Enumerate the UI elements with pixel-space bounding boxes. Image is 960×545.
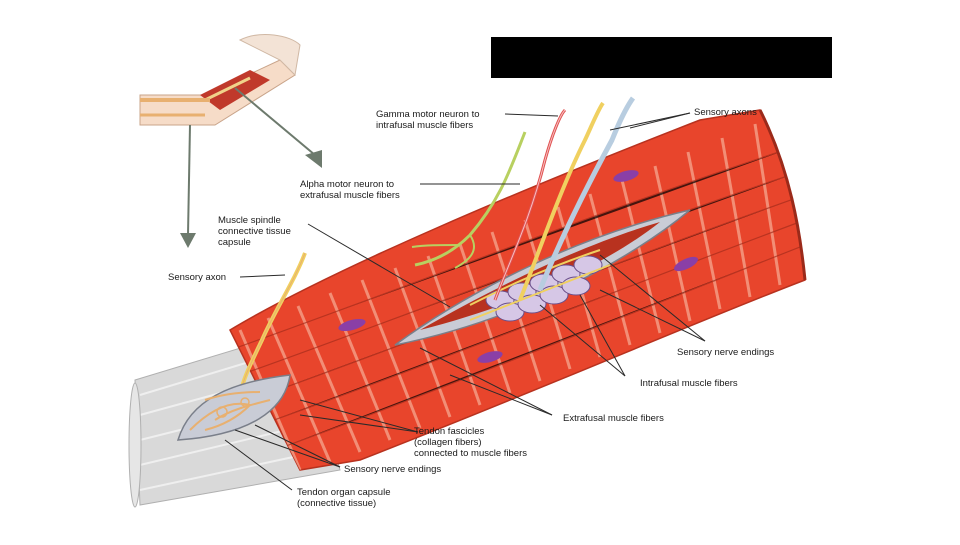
leader-lines: [224, 112, 706, 491]
label-gamma-motor-neuron: Gamma motor neuron to intrafusal muscle …: [376, 109, 480, 131]
pointer-arrows: [180, 87, 322, 248]
label-sensory-nerve-endings-spindle: Sensory nerve endings: [677, 347, 775, 358]
redaction-box: [491, 37, 832, 78]
label-sensory-axons: Sensory axons: [694, 107, 757, 118]
label-tendon-fascicles: Tendon fascicles (collagen fibers) conne…: [414, 426, 528, 459]
label-tendon-organ-capsule: Tendon organ capsule (connective tissue): [297, 487, 391, 509]
label-sensory-nerve-endings-tendon: Sensory nerve endings: [344, 464, 442, 475]
arm-thumbnail: [139, 34, 301, 126]
nerves: [238, 96, 636, 401]
label-muscle-spindle-capsule: Muscle spindle connective tissue capsule: [218, 215, 291, 248]
label-intrafusal-muscle-fibers: Intrafusal muscle fibers: [640, 378, 738, 389]
label-extrafusal-muscle-fibers: Extrafusal muscle fibers: [563, 413, 664, 424]
tendon-organ: [176, 374, 291, 441]
label-sensory-axon: Sensory axon: [168, 272, 227, 283]
label-alpha-motor-neuron: Alpha motor neuron to extrafusal muscle …: [300, 179, 400, 201]
